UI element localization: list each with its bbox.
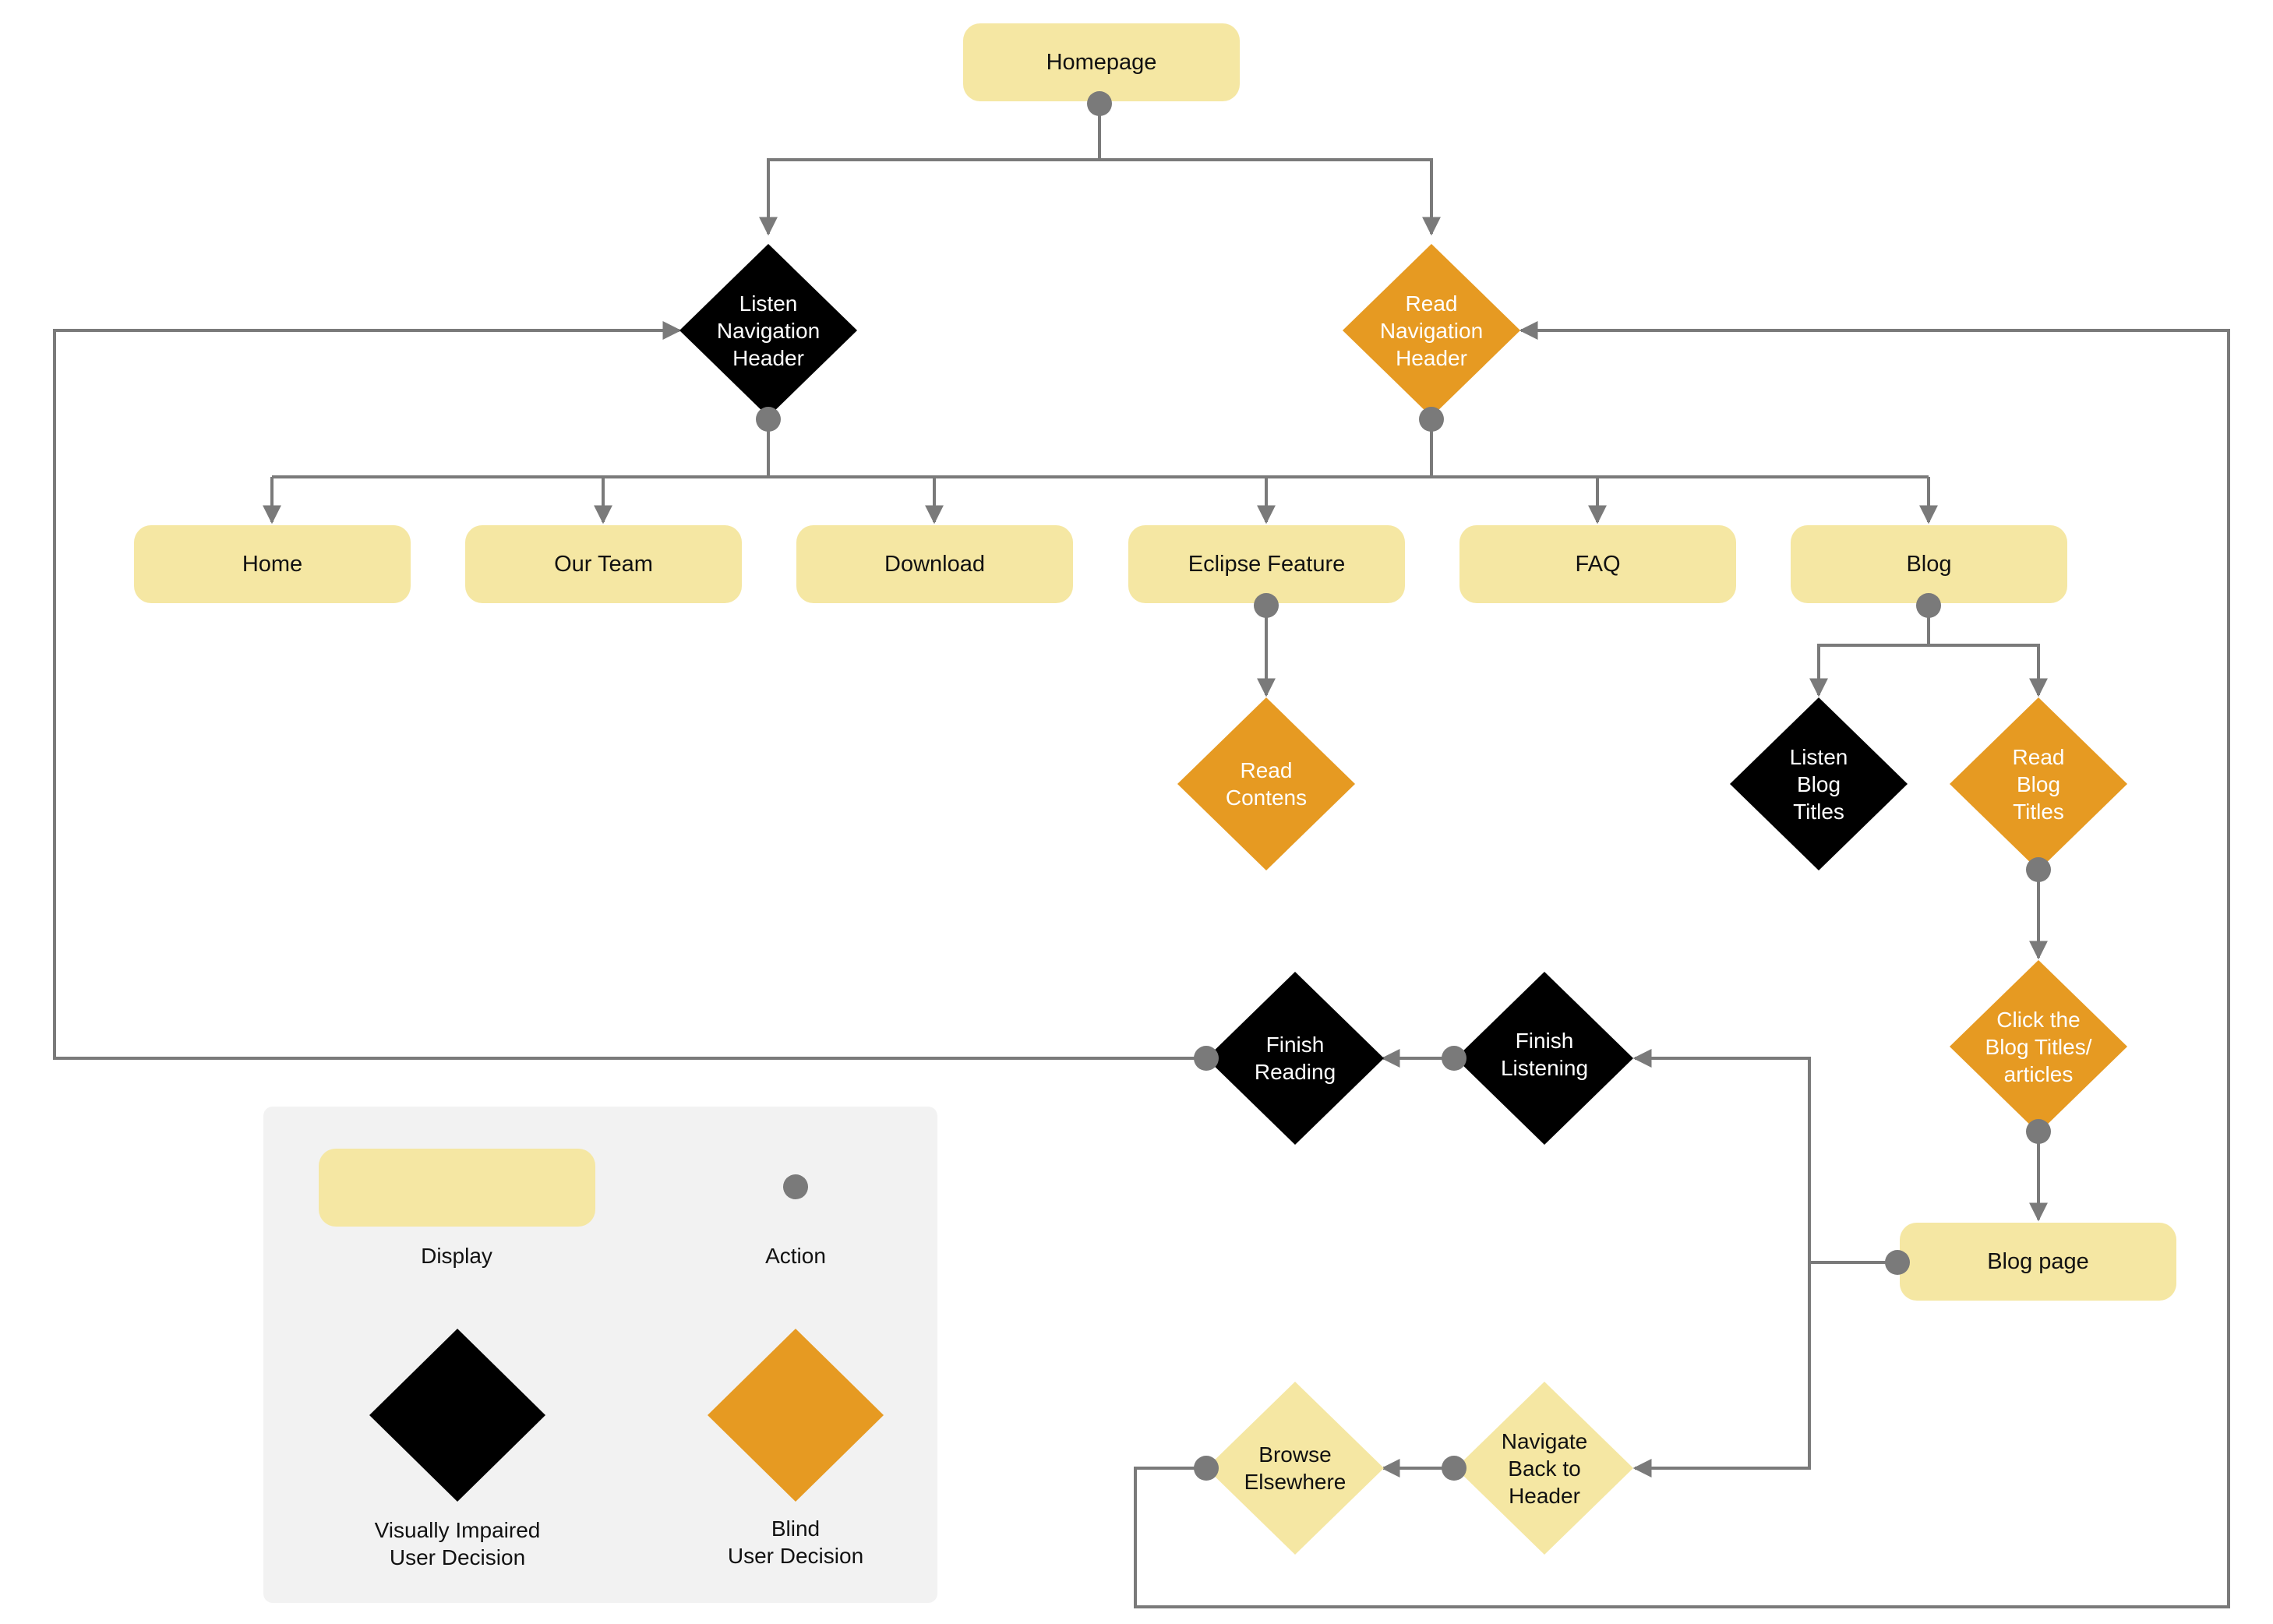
connector-blogpage-split [1632, 1049, 1897, 1264]
label-browse-elsewhere: Browse Elsewhere [1244, 1442, 1347, 1494]
label-read-contents: Read Contens [1225, 758, 1308, 810]
diamond-listen-blog-titles [1730, 697, 1908, 870]
legend-blind-diamond [708, 1329, 884, 1502]
diamond-finish-listening [1456, 972, 1633, 1145]
action-dot-eclipse [1254, 593, 1279, 618]
diamond-listen-nav-header [679, 244, 857, 417]
node-home: Home [134, 525, 411, 603]
legend-display-label: Display [421, 1244, 492, 1268]
label-click-blog-titles: Click the Blog Titles/ articles [1985, 1007, 2092, 1086]
label-read-nav-header: Read Navigation Header [1379, 291, 1484, 370]
label-listen-nav-header: Listen Navigation Header [716, 291, 821, 370]
decision-diamonds [369, 244, 2127, 1555]
connector-homepage [759, 104, 1101, 236]
diamond-read-nav-header [1343, 244, 1520, 417]
connector-browse-loop [1134, 321, 2230, 1608]
action-dot-homepage [1087, 91, 1112, 116]
node-homepage: Homepage [963, 23, 1240, 101]
connector-blog-split [1809, 605, 1930, 697]
node-faq: FAQ [1459, 525, 1736, 603]
connector-blogpage-navigate [1632, 1262, 1811, 1477]
diamond-read-blog-titles [1950, 697, 2127, 870]
legend-visually-impaired-label: Visually Impaired User Decision [374, 1518, 541, 1569]
label-finish-listening: Finish Listening [1500, 1029, 1589, 1080]
action-dot-read-blog [2026, 857, 2051, 882]
action-dot-click-blog [2026, 1119, 2051, 1144]
legend-visually-impaired-diamond [369, 1329, 545, 1502]
action-dot-blog [1916, 593, 1941, 618]
legend-action-dot [783, 1174, 808, 1199]
label-read-blog-titles: Read Blog Titles [2012, 744, 2065, 824]
action-dot-browse-elsewhere [1194, 1456, 1219, 1481]
label-navigate-back: Navigate Back to Header [1501, 1428, 1588, 1508]
action-dot-blog-page [1885, 1250, 1910, 1275]
label-finish-reading: Finish Reading [1254, 1033, 1336, 1084]
action-dot-finish-listening [1442, 1046, 1467, 1071]
legend-display-swatch [319, 1149, 595, 1227]
legend-action-label: Action [765, 1244, 826, 1268]
node-eclipse-feature: Eclipse Feature [1128, 525, 1405, 603]
node-download: Download [796, 525, 1073, 603]
action-dot-navigate-back [1442, 1456, 1467, 1481]
connector-reading-loop [53, 321, 1206, 1060]
diamond-navigate-back [1456, 1382, 1633, 1555]
diamond-browse-elsewhere [1206, 1382, 1384, 1555]
legend-blind-label: Blind User Decision [727, 1516, 864, 1568]
diamond-click-blog-titles [1950, 960, 2127, 1133]
action-dot-listen-nav [756, 407, 781, 432]
connector-blog-split-read [1929, 644, 2048, 697]
diamond-finish-reading [1206, 972, 1384, 1145]
node-blog-page: Blog page [1900, 1223, 2176, 1301]
node-our-team: Our Team [465, 525, 742, 603]
action-dot-finish-reading [1194, 1046, 1219, 1071]
label-listen-blog-titles: Listen Blog Titles [1789, 744, 1848, 824]
diamond-read-contents [1177, 697, 1355, 870]
connector-homepage-read [1099, 158, 1441, 236]
node-blog: Blog [1791, 525, 2067, 603]
action-dot-read-nav [1419, 407, 1444, 432]
